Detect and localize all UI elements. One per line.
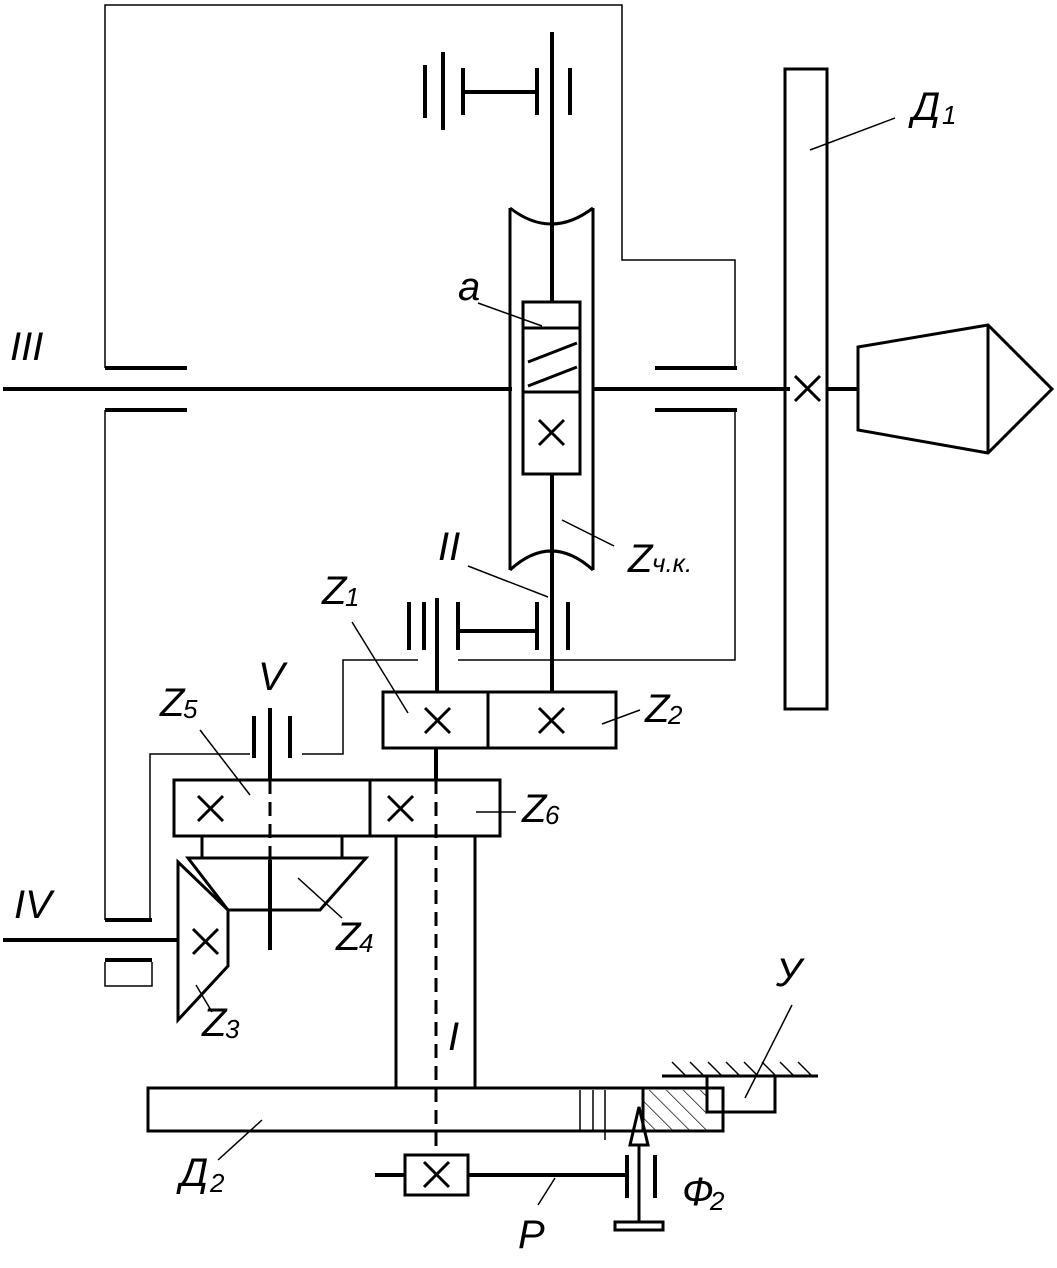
bearing-v	[252, 708, 292, 780]
column-i	[394, 836, 477, 1088]
label-shaft-iii: III	[10, 325, 43, 369]
feed-arrow	[613, 1106, 665, 1232]
bearing-left-iii	[105, 366, 187, 412]
disk-d1	[783, 67, 829, 711]
label-d1-sub: 1	[942, 100, 956, 130]
bearing-iv	[104, 918, 153, 987]
p-leader	[537, 1177, 556, 1206]
label-worm-z: Z	[627, 537, 654, 581]
bearing-lower-ii	[407, 598, 570, 692]
gear-z3	[176, 858, 230, 1024]
z6-cross	[386, 794, 415, 823]
worm-thread-2	[527, 365, 578, 388]
z2-cross	[537, 706, 566, 735]
bearing-top-ii	[423, 52, 572, 130]
label-z3-sub: 3	[225, 1014, 240, 1044]
cutting-tool	[856, 323, 1055, 455]
z3-cross	[191, 927, 220, 956]
label-z2: Z	[644, 687, 671, 731]
worm-thread-1	[527, 341, 578, 364]
label-f2-sub: 2	[709, 1186, 725, 1216]
z4-leader	[297, 877, 343, 919]
z5-cross	[196, 794, 225, 823]
gear-z5	[172, 778, 372, 838]
a-leader	[477, 302, 543, 327]
z1-cross	[423, 706, 452, 735]
label-z6-sub: 6	[545, 800, 560, 830]
label-shaft-ii: II	[438, 525, 460, 569]
z5-leader	[199, 729, 251, 796]
gear-z2	[486, 690, 618, 750]
z1-leader	[351, 621, 409, 714]
label-d2-sub: 2	[209, 1168, 225, 1198]
label-f2: Ф	[682, 1170, 714, 1214]
bearing-right-iii	[655, 366, 737, 412]
label-z4-sub: 4	[359, 928, 373, 958]
label-z1-sub: 1	[345, 582, 359, 612]
worm-leader	[561, 519, 615, 547]
label-z4: Z	[335, 915, 362, 959]
label-d1: Д	[908, 85, 940, 129]
disk-d2	[146, 1086, 725, 1133]
worm-cross	[537, 418, 566, 447]
label-point-a: a	[458, 265, 480, 309]
z2-leader	[601, 709, 641, 725]
d2-hatched-section	[643, 1090, 707, 1130]
label-worm-sub: ч.к.	[652, 548, 692, 578]
label-z1: Z	[321, 569, 348, 613]
ii-leader	[467, 565, 549, 598]
label-z3: Z	[201, 1001, 228, 1045]
p-cross	[422, 1160, 451, 1189]
d1-cross	[793, 374, 822, 403]
z3-leader	[195, 984, 213, 1013]
label-p: P	[518, 1213, 545, 1257]
label-z5-sub: 5	[183, 694, 198, 724]
label-shaft-i: I	[448, 1015, 459, 1059]
label-d2: Д	[176, 1151, 208, 1195]
label-shaft-v: V	[258, 655, 288, 699]
label-z6: Z	[521, 787, 548, 831]
bearing-f2	[625, 1155, 657, 1198]
label-z2-sub: 2	[667, 700, 683, 730]
d2-leader	[217, 1119, 263, 1161]
d1-leader	[809, 117, 896, 151]
control-linkage	[104, 4, 736, 920]
label-shaft-iv: IV	[14, 883, 55, 927]
u-leader	[744, 1004, 793, 1099]
support-u	[662, 1061, 818, 1114]
label-z5: Z	[159, 681, 186, 725]
label-u: У	[775, 951, 805, 995]
